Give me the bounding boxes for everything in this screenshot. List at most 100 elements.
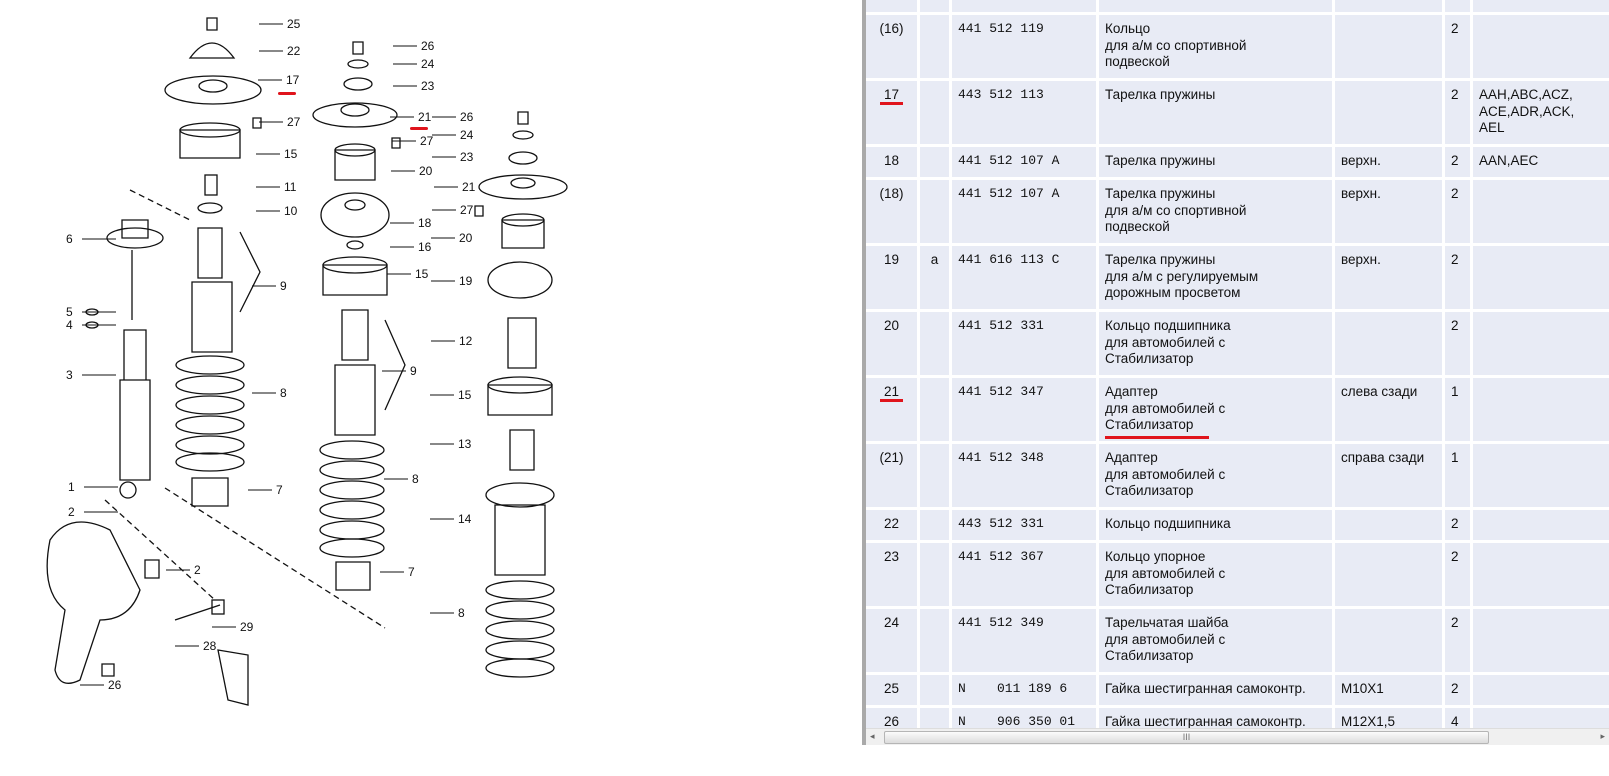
callout-label: 26 [460,110,474,124]
callout-label: 4 [66,318,73,332]
description-cell: Кольцо подшипника [1099,510,1332,540]
callout-label: 7 [408,565,415,579]
part-number-cell: 441 616 113 C [952,246,1096,309]
engine-codes-cell-text: AAH,ABC,ACZ, ACE,ADR,ACK, AEL [1479,87,1575,135]
description-cell: Тарелка пружины для а/м со спортивной по… [1099,180,1332,243]
part-number-cell-text: 441 616 113 C [958,252,1060,267]
part-number-cell: 441 512 349 [952,609,1096,672]
scroll-thumb[interactable]: III [884,731,1489,744]
quantity-cell: 2 [1445,246,1470,309]
quantity-cell: 2 [1445,510,1470,540]
bump-ring-22 [188,42,236,59]
variant-cell [920,147,949,177]
description-cell: Адаптер для автомобилей с Стабилизатор [1099,444,1332,507]
callout-label: 26 [108,678,122,692]
exploded-parts-diagram: 2522172715111069543871222829262624232127… [46,17,568,706]
part-number-cell: 443 512 113 [952,81,1096,144]
callout-label: 29 [240,620,254,634]
quantity-cell: 2 [1445,543,1470,606]
part-number-cell-text: 443 512 113 [958,87,1044,102]
description-cell-text: Тарелка пружины для а/м с регулируемым д… [1105,252,1259,300]
description-cell-text: Тарелка пружины для а/м со спортивной по… [1105,186,1247,234]
callout-label: 11 [284,180,297,194]
part-number-cell: 441 512 367 [952,543,1096,606]
spring-8 [175,355,245,472]
quantity-cell: 2 [1445,147,1470,177]
top-mount-17 [164,75,262,105]
note-cell [1335,15,1442,78]
engine-codes-cell [1473,609,1609,672]
description-cell: Кольцо для а/м со спортивной подвеской [1099,15,1332,78]
position-cell: 20 [866,312,917,375]
part-number-cell: 441 512 347 [952,378,1096,441]
quantity-cell-text: 2 [1451,186,1459,201]
note-cell-text: слева сзади [1341,384,1418,399]
engine-codes-cell [1473,15,1609,78]
position-cell-text: 18 [883,153,900,168]
quantity-cell-text: 4 [1451,714,1459,729]
description-cell-text: Тарелка пружины [1105,87,1216,102]
wheel-hub-carrier [46,521,141,684]
description-cell-text: Тарелка пружины [1105,153,1216,168]
note-cell [1335,609,1442,672]
note-cell-text: справа сзади [1341,450,1425,465]
variant-cell [920,15,949,78]
note-cell: слева сзади [1335,378,1442,441]
engine-codes-cell: AAN,AEC [1473,147,1609,177]
callout-label: 3 [66,368,73,382]
variant-cell [920,510,949,540]
position-cell: (18) [866,180,917,243]
description-cell: Тарелка пружины для а/м с регулируемым д… [1099,246,1332,309]
scroll-left-icon[interactable]: ◂ [870,731,875,741]
part-number-cell-text: 441 512 367 [958,549,1044,564]
position-cell: 23 [866,543,917,606]
callout-label: 9 [410,364,417,378]
quantity-cell: 2 [1445,180,1470,243]
callout-label: 22 [287,44,301,58]
engine-codes-cell [1473,543,1609,606]
callout-label: 10 [284,204,298,218]
variant-cell [920,609,949,672]
part-number-cell-text: 441 512 107 A [958,153,1060,168]
highlight-mark-17 [278,92,296,95]
part-number-cell: N 011 189 6 [952,675,1096,705]
horizontal-scrollbar[interactable]: ◂ III ▸ [866,728,1609,745]
description-cell-text: Гайка шестигранная самоконтр. [1105,681,1306,696]
callout-label: 2 [194,563,201,577]
callout-label: 27 [287,115,301,129]
part-number-cell-text: N 906 350 01 [958,714,1076,729]
scroll-right-icon[interactable]: ▸ [1600,731,1605,741]
variant-cell: a [920,246,949,309]
quantity-cell: 2 [1445,15,1470,78]
part-number-cell: 441 512 331 [952,312,1096,375]
callout-label: 15 [458,388,472,402]
ring-15 [179,129,241,159]
callout-label: 1 [68,480,75,494]
part-number-cell-text: 441 512 348 [958,450,1044,465]
callout-label: 28 [203,639,217,653]
description-cell: Кольцо подшипника для автомобилей с Стаб… [1099,312,1332,375]
position-cell-text: (16) [879,21,904,36]
callout-label: 20 [459,231,473,245]
callout-label: 7 [276,483,283,497]
description-cell-text: Кольцо подшипника [1105,516,1231,531]
variant-cell [920,180,949,243]
bump-stop [197,227,223,279]
quantity-cell-text: 2 [1451,87,1459,102]
note-cell [1335,543,1442,606]
callout-label: 19 [459,274,473,288]
callout-label: 23 [421,79,435,93]
position-cell: 24 [866,609,917,672]
